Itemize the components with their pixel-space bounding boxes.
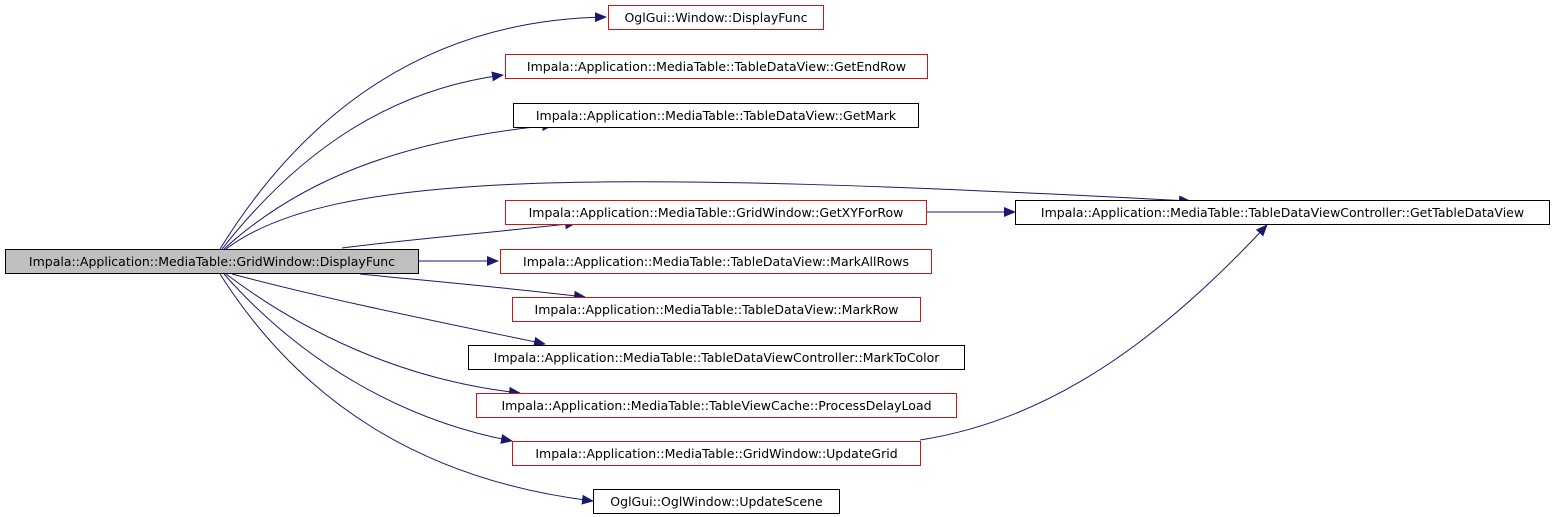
- node-updatescene[interactable]: OglGui::OglWindow::UpdateScene: [593, 489, 840, 514]
- node-getxyforrow[interactable]: Impala::Application::MediaTable::GridWin…: [505, 200, 927, 225]
- edge-root-to-getmark: [223, 121, 554, 250]
- node-marktocolor[interactable]: Impala::Application::MediaTable::TableDa…: [468, 345, 965, 370]
- edge-root-to-processdelayload: [225, 273, 521, 397]
- edge-root-to-gettabledataview: [225, 181, 1191, 250]
- node-markallrows[interactable]: Impala::Application::MediaTable::TableDa…: [500, 249, 932, 274]
- node-getendrow[interactable]: Impala::Application::MediaTable::TableDa…: [505, 54, 928, 79]
- node-gettabledataview[interactable]: Impala::Application::MediaTable::TableDa…: [1015, 200, 1550, 225]
- edge-root-to-marktocolor: [231, 273, 546, 347]
- edge-updategrid-to-gettabledataview: [919, 224, 1268, 441]
- edge-root-to-window-displayfunc: [219, 12, 607, 250]
- node-getmark[interactable]: Impala::Application::MediaTable::TableDa…: [513, 103, 919, 128]
- edge-root-to-getxyforrow: [341, 219, 577, 249]
- edge-root-to-getendrow: [221, 71, 504, 250]
- node-markrow[interactable]: Impala::Application::MediaTable::TableDa…: [512, 297, 921, 322]
- edge-root-to-updategrid: [223, 273, 513, 444]
- edge-root-to-updatescene: [219, 273, 594, 505]
- node-updategrid[interactable]: Impala::Application::MediaTable::GridWin…: [512, 441, 921, 466]
- node-root-displayfunc[interactable]: Impala::Application::MediaTable::GridWin…: [5, 249, 419, 274]
- node-window-displayfunc[interactable]: OglGui::Window::DisplayFunc: [608, 5, 824, 30]
- edge-root-to-markrow: [359, 273, 586, 301]
- node-processdelayload[interactable]: Impala::Application::MediaTable::TableVi…: [476, 393, 957, 418]
